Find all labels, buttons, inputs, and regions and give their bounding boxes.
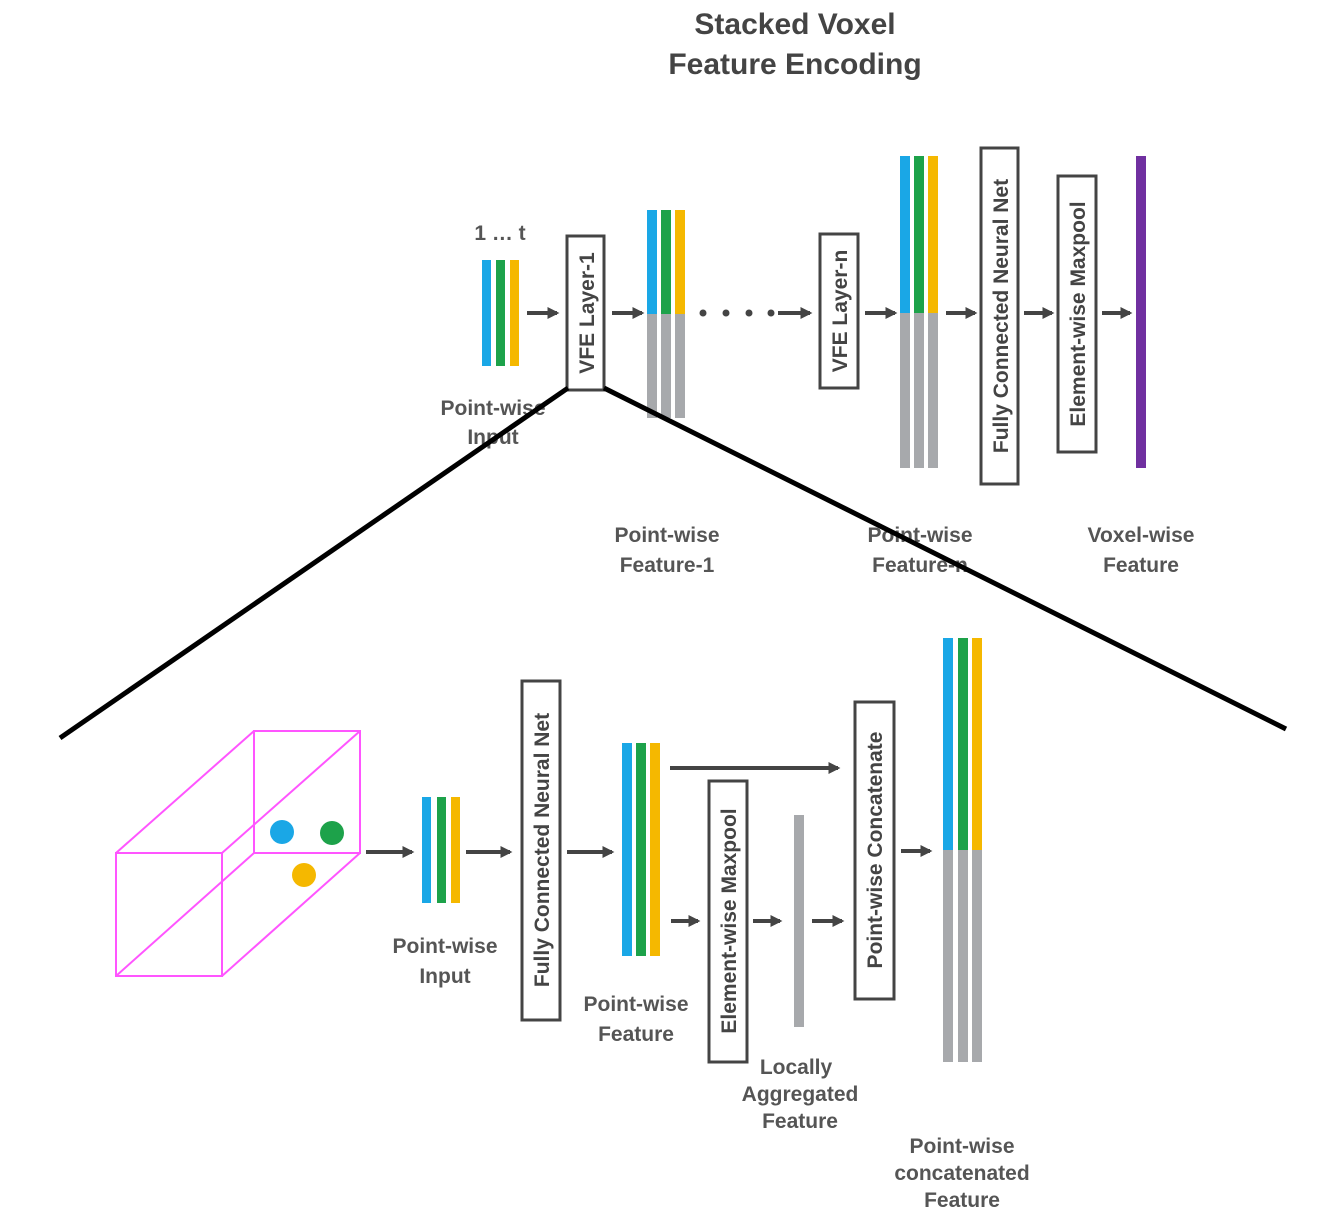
top-maxpool-box: Element-wise Maxpool [1056, 174, 1098, 454]
feature-1-bar-gray-3 [675, 314, 685, 418]
top-fc-net-box: Fully Connected Neural Net [979, 146, 1020, 486]
aggregated-label-2: Aggregated [742, 1083, 859, 1106]
point-yellow [292, 863, 316, 887]
bottom-feature-label-2: Feature [598, 1023, 674, 1046]
bottom-input-bars [422, 797, 460, 903]
concat-bar-gray-1 [943, 850, 953, 1062]
concatenate-label: Point-wise Concatenate [864, 732, 887, 969]
feature-1-bar-green [661, 210, 671, 314]
top-input-bar-blue [482, 260, 491, 366]
top-input-bars [482, 260, 519, 366]
voxel-feature-bar [1136, 156, 1146, 468]
top-input-label-1: Point-wise [440, 397, 545, 420]
bottom-input-bar-blue [422, 797, 431, 903]
title-line-2: Feature Encoding [668, 48, 921, 81]
feature-n-bar-yellow [928, 156, 938, 313]
bottom-input-label-2: Input [419, 965, 470, 988]
feature-1-bar-gray-2 [661, 314, 671, 418]
bottom-fc-net-label: Fully Connected Neural Net [531, 713, 554, 987]
aggregated-feature-bar [794, 815, 804, 1027]
funnel-line-left [58, 385, 570, 741]
bottom-feature-bars [622, 743, 660, 956]
concat-bar-blue [943, 638, 953, 850]
bottom-feature-bar-blue [622, 743, 632, 956]
feature-n-bars [900, 156, 938, 468]
top-input-bar-yellow [510, 260, 519, 366]
aggregated-label-3: Feature [762, 1110, 838, 1133]
concatenated-label-1: Point-wise [909, 1135, 1014, 1158]
feature-n-bar-blue [900, 156, 910, 313]
concatenated-label-3: Feature [924, 1189, 1000, 1212]
top-fc-net-label: Fully Connected Neural Net [990, 179, 1013, 453]
feature-n-bar-gray-1 [900, 313, 910, 468]
feature-n-bar-gray-2 [914, 313, 924, 468]
feature-1-bars [647, 210, 685, 418]
bottom-maxpool-box: Element-wise Maxpool [707, 779, 749, 1064]
concat-bar-gray-2 [958, 850, 968, 1062]
concatenated-label-2: concatenated [894, 1162, 1029, 1185]
voxel-cuboid [115, 730, 361, 977]
concatenated-feature-bars [943, 638, 982, 1062]
bottom-feature-bar-green [636, 743, 646, 956]
concat-bar-yellow [972, 638, 982, 850]
voxel-feature-label-1: Voxel-wise [1088, 524, 1195, 547]
vfe-layer-1-label: VFE Layer-1 [576, 252, 599, 374]
feature-1-bar-yellow [675, 210, 685, 314]
title-line-1: Stacked Voxel [694, 8, 895, 41]
feature-1-label-1: Point-wise [614, 524, 719, 547]
feature-n-label-1: Point-wise [867, 524, 972, 547]
concatenate-box: Point-wise Concatenate [853, 700, 896, 1001]
bottom-input-label-1: Point-wise [392, 935, 497, 958]
bottom-input-bar-green [437, 797, 446, 903]
bottom-input-bar-yellow [451, 797, 460, 903]
top-maxpool-label: Element-wise Maxpool [1067, 201, 1090, 426]
feature-1-bar-gray-1 [647, 314, 657, 418]
bottom-feature-bar-yellow [650, 743, 660, 956]
bottom-feature-label-1: Point-wise [583, 993, 688, 1016]
funnel-line-right [602, 385, 1288, 732]
feature-n-bar-green [914, 156, 924, 313]
top-index-label: 1 … t [474, 222, 525, 245]
ellipsis-dots [699, 309, 775, 317]
concat-bar-gray-3 [972, 850, 982, 1062]
point-green [320, 821, 344, 845]
vfe-layer-n-label: VFE Layer-n [829, 250, 852, 373]
aggregated-label-1: Locally [760, 1056, 833, 1079]
feature-1-label-2: Feature-1 [620, 554, 715, 577]
concat-bar-green [958, 638, 968, 850]
vfe-layer-n-box: VFE Layer-n [818, 232, 860, 390]
point-blue [270, 820, 294, 844]
vfe-layer-1-box: VFE Layer-1 [565, 234, 606, 392]
feature-n-bar-gray-3 [928, 313, 938, 468]
top-input-bar-green [496, 260, 505, 366]
bottom-fc-net-box: Fully Connected Neural Net [520, 679, 562, 1022]
bottom-maxpool-label: Element-wise Maxpool [718, 808, 741, 1033]
voxel-feature-label-2: Feature [1103, 554, 1179, 577]
feature-1-bar-blue [647, 210, 657, 314]
